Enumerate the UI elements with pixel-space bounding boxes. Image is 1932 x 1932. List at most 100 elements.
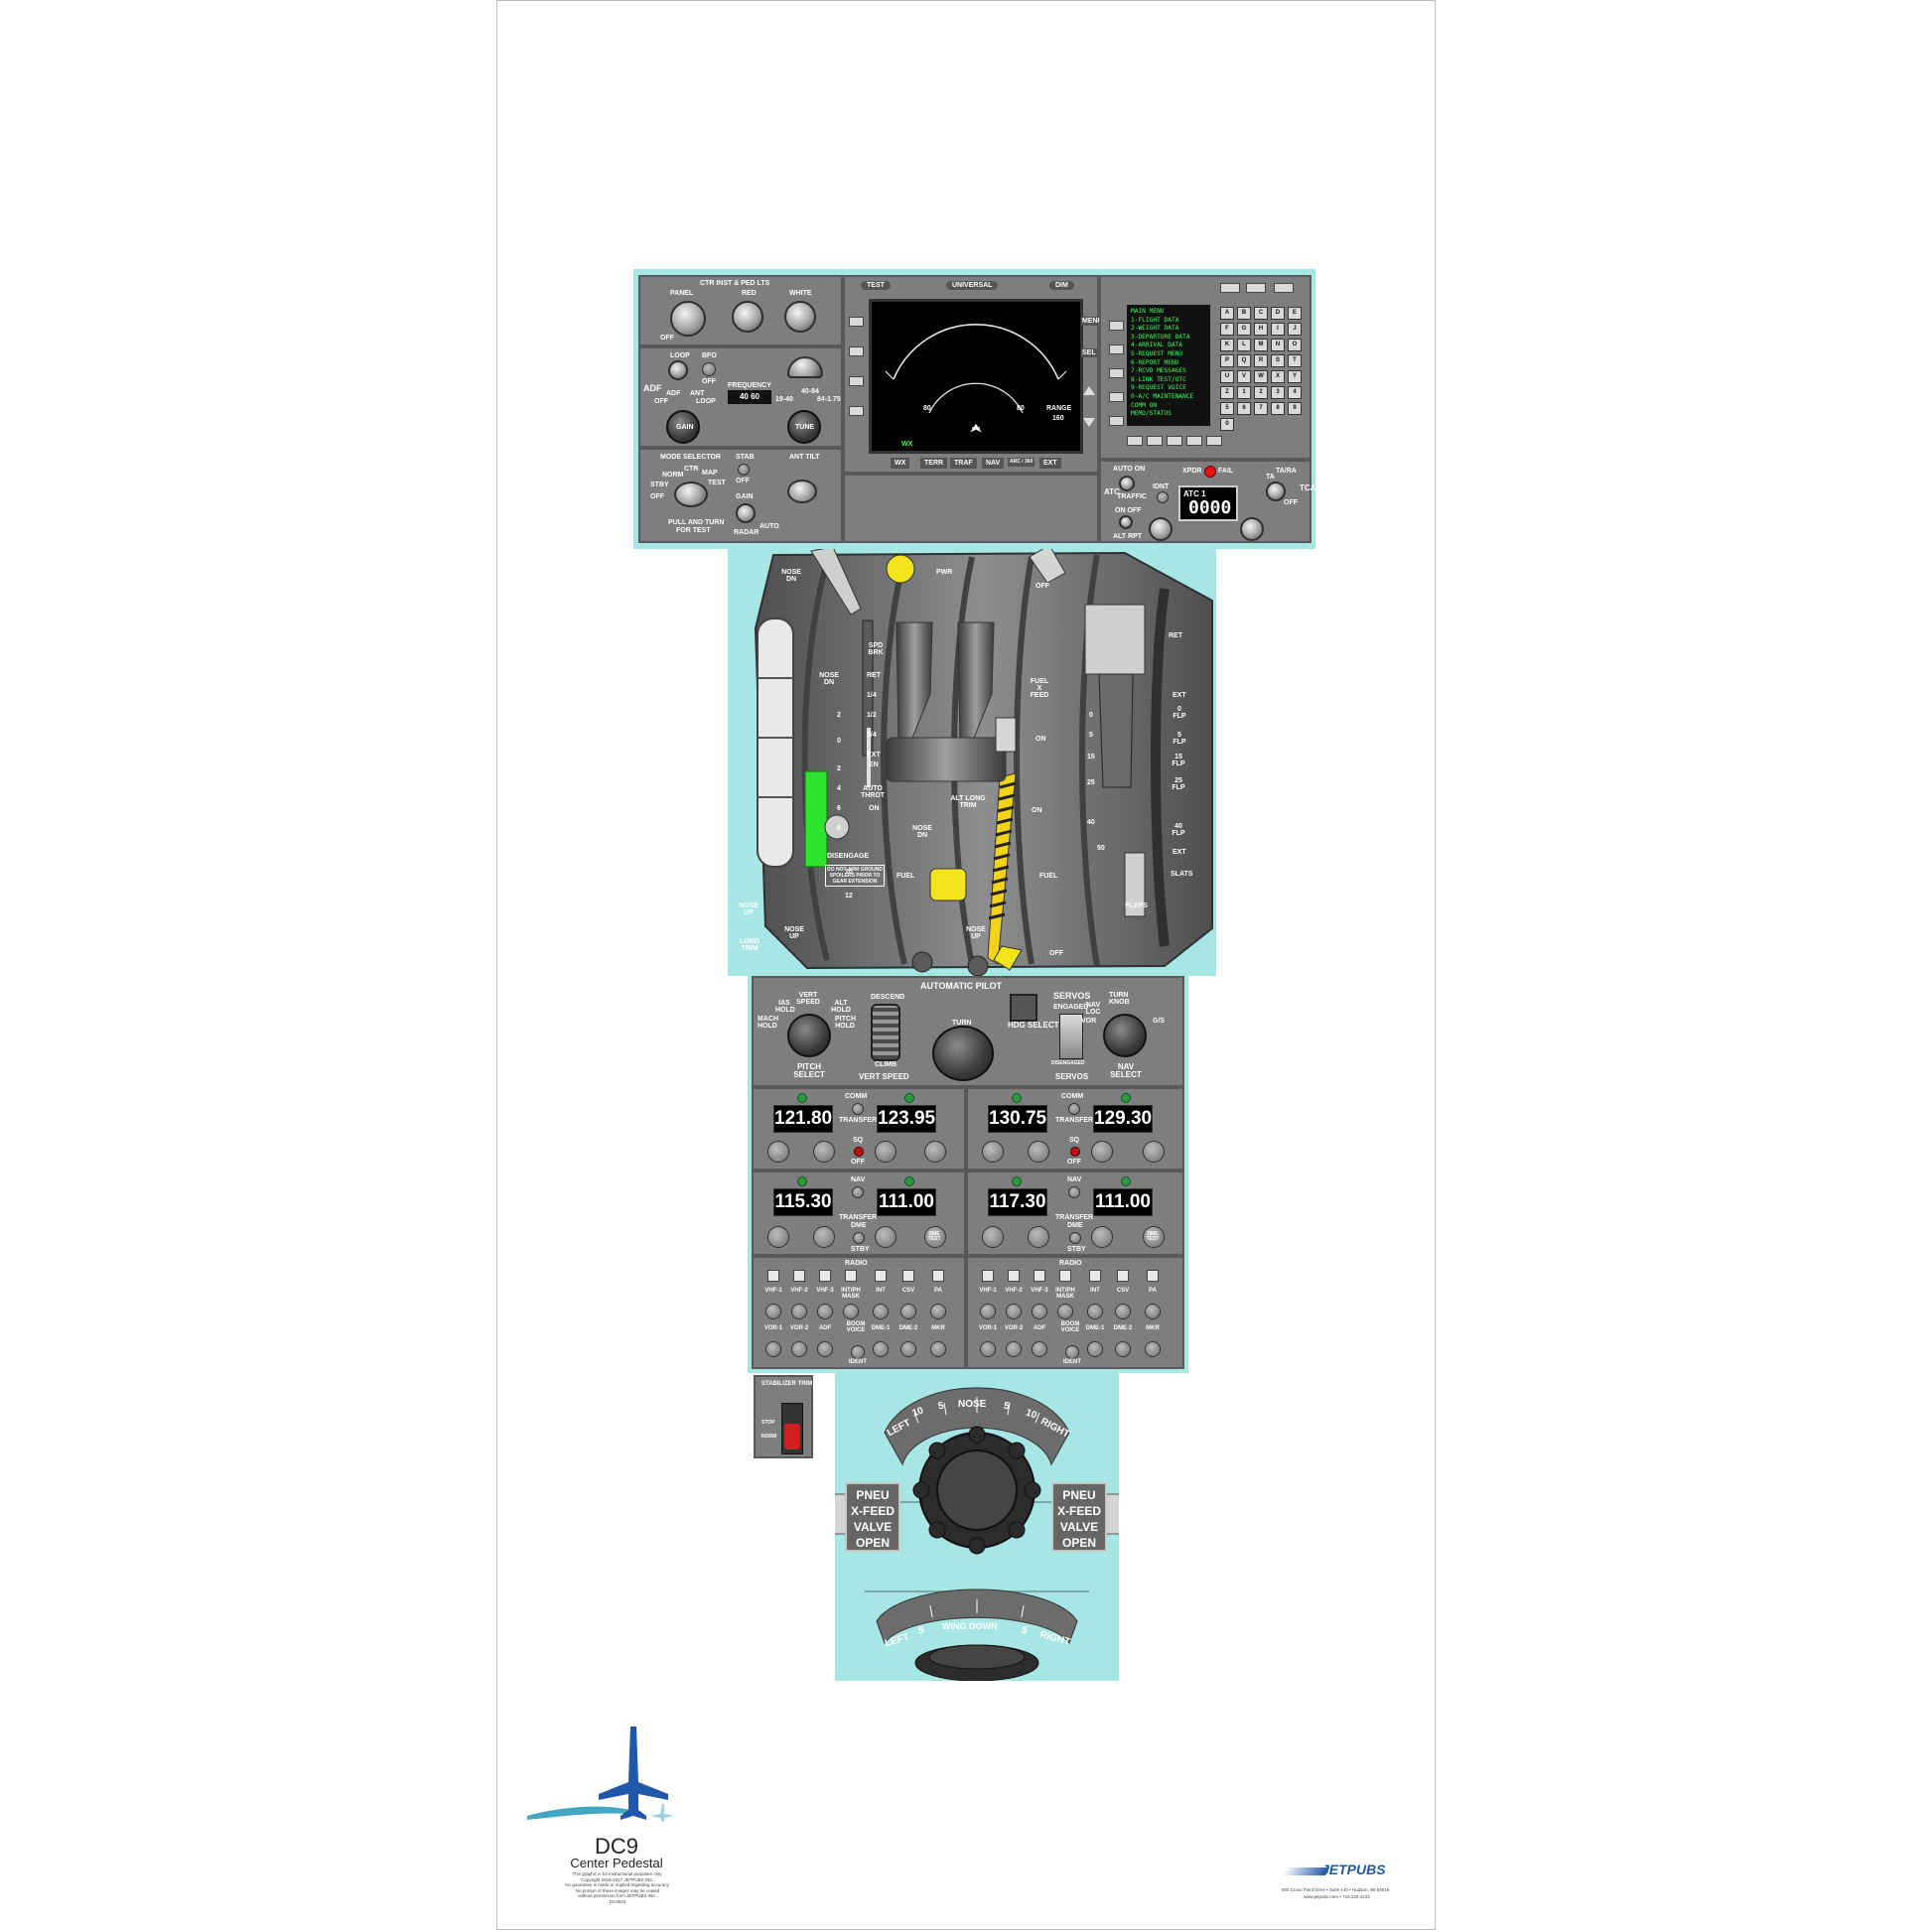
atc-code-knob-left[interactable]	[1149, 517, 1173, 541]
audio-volume-knob[interactable]	[900, 1341, 916, 1357]
mcdu-key[interactable]: E	[1288, 307, 1302, 320]
servo-engage-lever[interactable]	[1059, 1014, 1083, 1059]
flap-handle[interactable]	[1085, 605, 1145, 674]
range-up-arrow-icon[interactable]	[1083, 386, 1095, 395]
display-left-key-1[interactable]	[849, 317, 864, 327]
audio-select-button[interactable]	[875, 1270, 887, 1282]
pitch-select-knob[interactable]	[787, 1014, 831, 1057]
nav-right-knob-1[interactable]	[982, 1226, 1004, 1248]
display-left-key-3[interactable]	[849, 376, 864, 386]
white-lights-knob[interactable]	[784, 301, 816, 333]
nav-left-knob-2[interactable]	[813, 1226, 835, 1248]
aileron-trim-knob[interactable]	[915, 1645, 1038, 1681]
mcdu-key[interactable]: Q	[1237, 354, 1251, 367]
mcdu-lsk-left-5[interactable]	[1109, 416, 1124, 426]
sel-key[interactable]: SEL	[1081, 348, 1097, 357]
mcdu-key[interactable]: O	[1288, 339, 1302, 351]
audio-select-button[interactable]	[1147, 1270, 1159, 1282]
mcdu-key[interactable]: P	[1220, 354, 1234, 367]
nav-left-transfer-switch[interactable]	[852, 1186, 864, 1198]
fuel-cutoff-handle-yellow[interactable]	[930, 869, 966, 900]
audio-select-button[interactable]	[767, 1270, 779, 1282]
mcdu-key[interactable]: A	[1220, 307, 1234, 320]
audio-volume-knob[interactable]	[1145, 1304, 1161, 1319]
stab-trim-handles[interactable]	[758, 619, 793, 867]
nav-right-transfer-switch[interactable]	[1068, 1186, 1080, 1198]
audio-volume-knob[interactable]	[843, 1304, 859, 1319]
audio-volume-knob[interactable]	[930, 1341, 946, 1357]
nav-left-knob-3[interactable]	[875, 1226, 897, 1248]
nav-right-dme-switch[interactable]	[1069, 1232, 1081, 1244]
audio-volume-knob[interactable]	[980, 1341, 996, 1357]
mcdu-key[interactable]: Z	[1220, 386, 1234, 399]
nav-key[interactable]: NAV	[982, 458, 1005, 469]
audio-volume-knob[interactable]	[1006, 1341, 1022, 1357]
mcdu-key[interactable]: L	[1237, 339, 1251, 351]
audio-volume-knob[interactable]	[817, 1304, 833, 1319]
mcdu-key[interactable]: N	[1271, 339, 1285, 351]
mcdu-key[interactable]: 9	[1288, 402, 1302, 415]
mcdu-key[interactable]: 7	[1254, 402, 1268, 415]
display-left-key-4[interactable]	[849, 406, 864, 416]
atc-code-knob-right[interactable]	[1240, 517, 1264, 541]
comm-left-transfer-switch[interactable]	[852, 1103, 864, 1115]
audio-volume-knob[interactable]	[765, 1341, 781, 1357]
audio-volume-knob[interactable]	[980, 1304, 996, 1319]
mcdu-key[interactable]: V	[1237, 370, 1251, 383]
audio-select-button[interactable]	[932, 1270, 944, 1282]
nav-left-dme-switch[interactable]	[853, 1232, 865, 1244]
audio-select-button[interactable]	[793, 1270, 805, 1282]
mcdu-key[interactable]: 3	[1271, 386, 1285, 399]
audio-volume-knob[interactable]	[1057, 1304, 1073, 1319]
tcas-mode-knob[interactable]	[1266, 482, 1286, 501]
mcdu-key[interactable]: 6	[1237, 402, 1251, 415]
nav-select-knob[interactable]	[1103, 1014, 1147, 1057]
mcdu-function-key[interactable]	[1167, 436, 1182, 446]
range-down-arrow-icon[interactable]	[1083, 418, 1095, 427]
audio-volume-knob[interactable]	[791, 1341, 807, 1357]
ant-tilt-knob[interactable]	[787, 480, 817, 503]
nav-right-dme-test-button[interactable]	[1143, 1226, 1165, 1248]
audio-select-button[interactable]	[1034, 1270, 1045, 1282]
audio-volume-knob[interactable]	[765, 1304, 781, 1319]
terr-key[interactable]: TERR	[920, 458, 948, 469]
mcdu-key[interactable]: D	[1271, 307, 1285, 320]
mcdu-lsk-left-4[interactable]	[1109, 392, 1124, 402]
panel-lights-knob[interactable]	[670, 301, 706, 337]
audio-select-button[interactable]	[845, 1270, 857, 1282]
mcdu-key[interactable]: T	[1288, 354, 1302, 367]
wx-key[interactable]: WX	[891, 458, 910, 469]
comm-left-knob-4[interactable]	[924, 1141, 946, 1163]
mcdu-function-key[interactable]	[1246, 283, 1266, 293]
adf-gain-knob[interactable]	[666, 410, 700, 444]
mcdu-key[interactable]: 0	[1220, 418, 1234, 431]
adf-band-knob[interactable]	[787, 356, 823, 378]
mcdu-function-key[interactable]	[1274, 283, 1294, 293]
adf-tune-knob[interactable]	[787, 410, 821, 444]
nav-right-knob-3[interactable]	[1091, 1226, 1113, 1248]
vert-speed-wheel[interactable]	[871, 1004, 900, 1061]
audio-volume-knob[interactable]	[930, 1304, 946, 1319]
audio-volume-knob[interactable]	[817, 1341, 833, 1357]
audio-volume-knob[interactable]	[1032, 1304, 1047, 1319]
mcdu-key[interactable]: I	[1271, 323, 1285, 336]
mcdu-function-key[interactable]	[1127, 436, 1143, 446]
audio-mask-switch[interactable]	[1065, 1345, 1079, 1359]
audio-volume-knob[interactable]	[791, 1304, 807, 1319]
alt-rpt-switch[interactable]	[1119, 515, 1133, 529]
comm-right-sq-button[interactable]	[1070, 1147, 1080, 1157]
display-left-key-2[interactable]	[849, 346, 864, 356]
nav-right-knob-2[interactable]	[1028, 1226, 1049, 1248]
mcdu-lsk-left-3[interactable]	[1109, 368, 1124, 378]
mcdu-function-key[interactable]	[1147, 436, 1163, 446]
arc-360-key[interactable]: ARC / 360	[1008, 458, 1035, 467]
comm-right-knob-1[interactable]	[982, 1141, 1004, 1163]
menu-key[interactable]: MENU	[1081, 317, 1104, 326]
audio-select-button[interactable]	[1089, 1270, 1101, 1282]
bfo-switch[interactable]	[702, 362, 716, 376]
comm-left-knob-3[interactable]	[875, 1141, 897, 1163]
mcdu-key[interactable]: C	[1254, 307, 1268, 320]
ext-key[interactable]: EXT	[1039, 458, 1061, 469]
dim-button[interactable]: DIM	[1049, 281, 1074, 290]
mcdu-key[interactable]: W	[1254, 370, 1268, 383]
